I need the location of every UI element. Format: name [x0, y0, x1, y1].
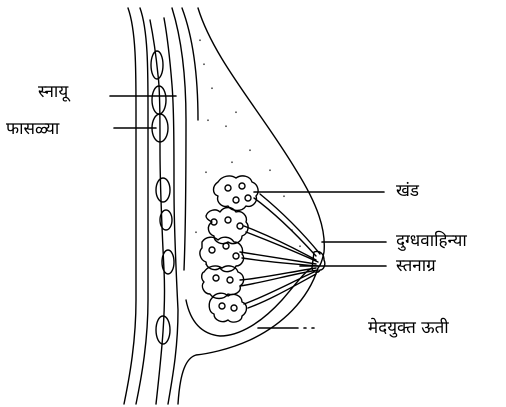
label-nipple: स्तनाग्र — [396, 256, 436, 276]
label-lobe: खंड — [396, 181, 419, 201]
muscle-drawing — [172, 8, 198, 270]
chest-wall — [124, 8, 148, 404]
leader-lines — [110, 96, 386, 328]
ribs-drawing — [150, 18, 178, 404]
lobules-drawing — [200, 176, 258, 322]
label-muscle: स्नायू — [38, 82, 68, 102]
label-ribs: फासळ्या — [6, 119, 59, 139]
label-milk-ducts: दुग्धवाहिन्या — [396, 231, 467, 251]
label-fatty-tissue: मेदयुक्त ऊती — [368, 318, 449, 338]
